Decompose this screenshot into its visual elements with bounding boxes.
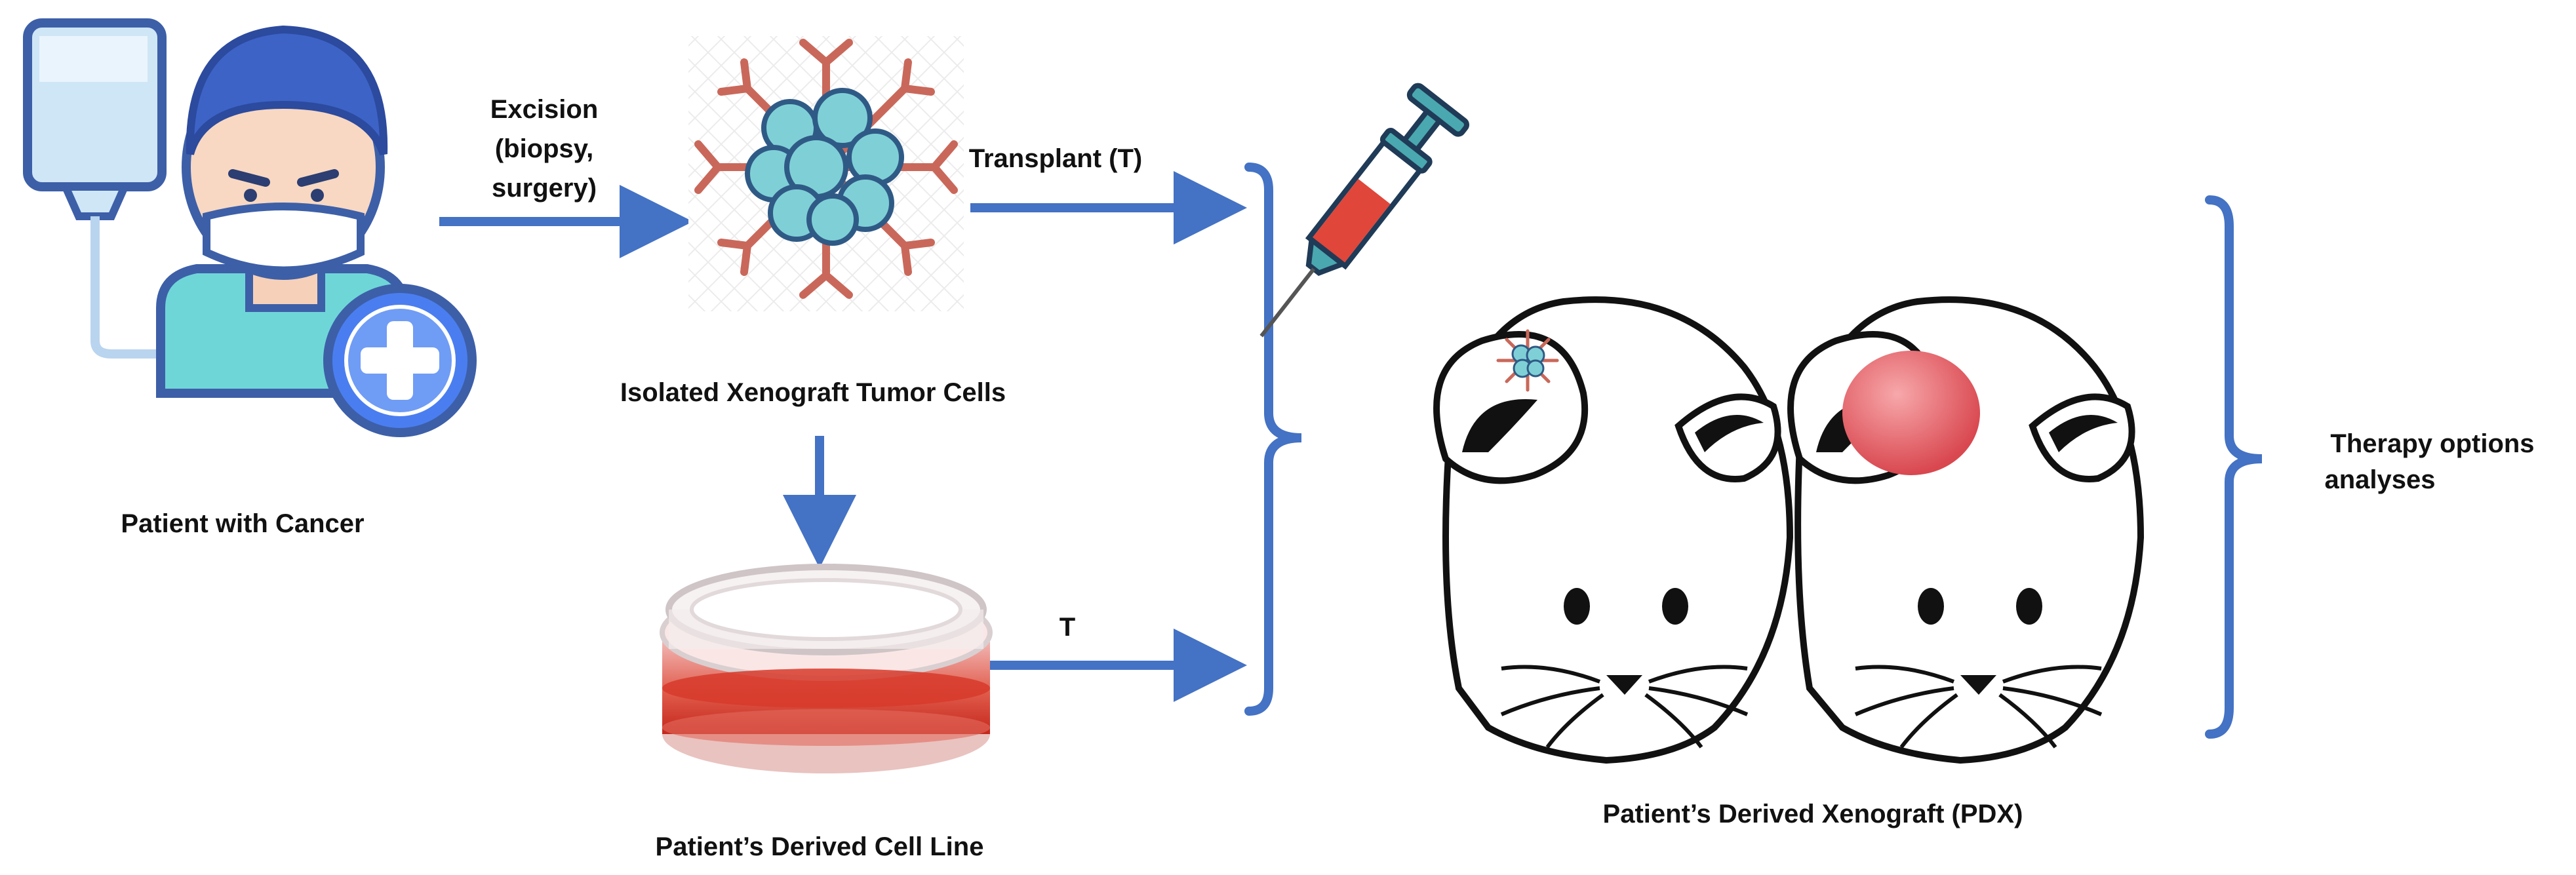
tumor-cells-label: Isolated Xenograft Tumor Cells [620,378,1006,407]
patient-label: Patient with Cancer [121,509,364,538]
tumor-mass [1842,351,1980,475]
pdx-label: Patient’s Derived Xenograft (PDX) [1603,800,2023,828]
therapy-label-line1: Therapy options [2330,429,2534,458]
output-bracket [2205,195,2263,739]
therapy-label-line2: analyses [2324,465,2435,494]
tumor-cell-cluster-icon [688,36,964,311]
input-bracket [1244,163,1302,716]
cell-line-label: Patient’s Derived Cell Line [656,832,984,861]
syringe-icon [1259,83,1469,338]
excision-label-line1: Excision [490,95,599,124]
mouse-head-with-tumor-icon [1787,296,2145,764]
petri-dish-icon [660,564,993,773]
mouse-head-icon [1433,296,1794,764]
transplant-short-label: T [1060,613,1075,642]
transplant-label: Transplant (T) [969,144,1142,173]
excision-label-line3: surgery) [492,174,597,203]
excision-label-line2: (biopsy, [495,134,593,163]
patient-with-iv-drip-icon [23,18,477,437]
